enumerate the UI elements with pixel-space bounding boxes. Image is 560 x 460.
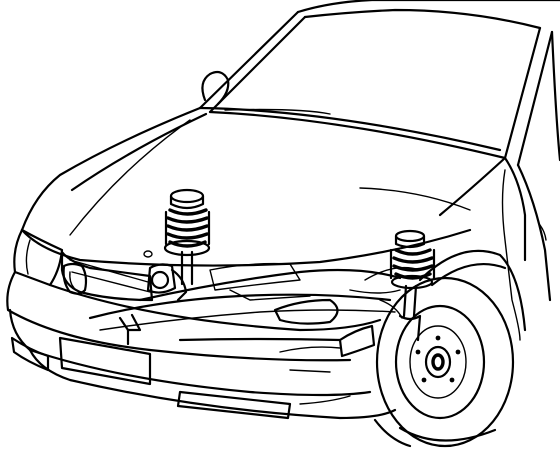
front-wheel xyxy=(373,276,515,448)
grille xyxy=(60,250,154,302)
engine-bay-frame xyxy=(88,262,421,373)
windshield xyxy=(198,0,560,167)
fender-right xyxy=(418,30,560,341)
right-coil-spring-strut xyxy=(379,229,436,342)
hood xyxy=(20,106,507,267)
left-coil-spring-strut xyxy=(143,188,211,302)
headlight-left xyxy=(13,228,64,287)
front-bumper xyxy=(6,270,397,420)
side-mirror xyxy=(201,70,230,106)
